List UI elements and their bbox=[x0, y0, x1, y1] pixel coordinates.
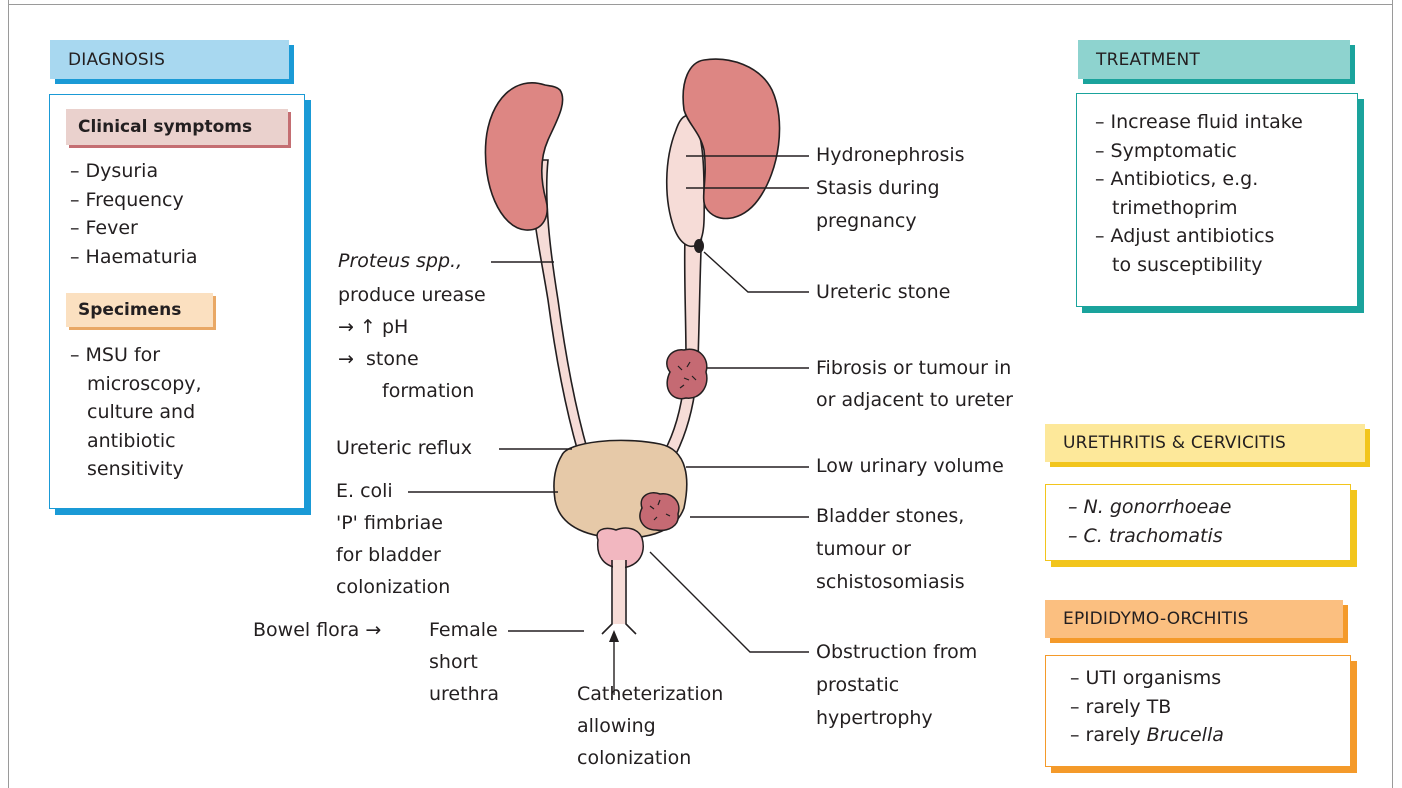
formation-label: formation bbox=[382, 377, 474, 406]
obstruction-label-line2: prostatic bbox=[816, 671, 899, 700]
urethritis-list: – N. gonorrhoeae – C. trachomatis bbox=[1068, 493, 1232, 550]
catheterization-label-line2: allowing bbox=[577, 712, 656, 741]
stone-formation-label: → stone bbox=[338, 345, 419, 374]
right-arrow-icon: → bbox=[338, 316, 354, 338]
bladder-stones-label-line3: schistosomiasis bbox=[816, 568, 965, 597]
obstruction-label: Obstruction from bbox=[816, 638, 977, 667]
treatment-list: – Increase fluid intake – Symptomatic – … bbox=[1095, 108, 1303, 280]
ecoli-label-line4: colonization bbox=[336, 573, 450, 602]
bladder-stone bbox=[640, 493, 679, 531]
female-urethra-label: Female bbox=[429, 616, 498, 645]
obstruction-label-line3: hypertrophy bbox=[816, 704, 933, 733]
catheterization-label-line3: colonization bbox=[577, 744, 691, 773]
list-item: – Symptomatic bbox=[1095, 137, 1303, 166]
catheterization-label: Catheterization bbox=[577, 680, 723, 709]
diagnosis-header: DIAGNOSIS bbox=[50, 40, 289, 79]
list-item: – rarely Brucella bbox=[1070, 721, 1224, 750]
female-urethra-label-line3: urethra bbox=[429, 680, 499, 709]
urethritis-header: URETHRITIS & CERVICITIS bbox=[1045, 424, 1365, 462]
clinical-symptoms-header: Clinical symptoms bbox=[66, 109, 288, 145]
ureteric-stone-label: Ureteric stone bbox=[816, 278, 950, 307]
list-item-continued: trimethoprim bbox=[1095, 194, 1303, 223]
fibrosis-label-line2: or adjacent to ureter bbox=[816, 386, 1013, 415]
list-item: – C. trachomatis bbox=[1068, 522, 1232, 551]
list-item-prefix: – rarely bbox=[1070, 724, 1147, 746]
ureter-tumour-mass bbox=[667, 349, 707, 398]
list-item-continued: sensitivity bbox=[70, 455, 202, 484]
list-item-continued: to susceptibility bbox=[1095, 251, 1303, 280]
ph-text: pH bbox=[382, 316, 408, 338]
bladder-stones-label-line2: tumour or bbox=[816, 535, 911, 564]
low-urinary-volume-label: Low urinary volume bbox=[816, 452, 1004, 481]
list-item: – MSU for bbox=[70, 341, 202, 370]
bowel-flora-label: Bowel flora → bbox=[253, 616, 381, 645]
ecoli-label-line3: for bladder bbox=[336, 541, 441, 570]
right-arrow-icon: → bbox=[365, 619, 381, 641]
proteus-label: Proteus spp., bbox=[338, 247, 462, 276]
list-item-continued: microscopy, bbox=[70, 370, 202, 399]
hydronephrosis-label: Hydronephrosis bbox=[816, 141, 965, 170]
bladder-stones-label: Bladder stones, bbox=[816, 502, 964, 531]
list-item: – rarely TB bbox=[1070, 693, 1224, 722]
list-item: – Dysuria bbox=[70, 157, 198, 186]
urethritis-panel: – N. gonorrhoeae – C. trachomatis bbox=[1045, 484, 1351, 561]
list-item-continued: culture and bbox=[70, 398, 202, 427]
urethra-lumen bbox=[613, 560, 625, 624]
stasis-label: Stasis during bbox=[816, 174, 940, 203]
epididymo-header: EPIDIDYMO-ORCHITIS bbox=[1045, 600, 1343, 638]
fibrosis-label: Fibrosis or tumour in bbox=[816, 354, 1011, 383]
treatment-header: TREATMENT bbox=[1078, 40, 1350, 79]
specimens-header: Specimens bbox=[66, 293, 213, 327]
female-urethra-label-line2: short bbox=[429, 648, 478, 677]
list-item: – Haematuria bbox=[70, 243, 198, 272]
list-item: – N. gonorrhoeae bbox=[1068, 493, 1232, 522]
epididymo-list: – UTI organisms – rarely TB – rarely Bru… bbox=[1070, 664, 1224, 750]
clinical-symptoms-list: – Dysuria – Frequency – Fever – Haematur… bbox=[70, 157, 198, 271]
ecoli-label: E. coli bbox=[336, 477, 393, 506]
ureteric-stone bbox=[694, 239, 704, 253]
diagnosis-panel: Clinical symptoms – Dysuria – Frequency … bbox=[49, 94, 305, 509]
list-item: – Fever bbox=[70, 214, 198, 243]
bowel-flora-text: Bowel flora bbox=[253, 619, 359, 641]
ureteric-reflux-label: Ureteric reflux bbox=[336, 434, 472, 463]
epididymo-panel: – UTI organisms – rarely TB – rarely Bru… bbox=[1045, 655, 1351, 767]
list-item: – UTI organisms bbox=[1070, 664, 1224, 693]
list-item: – Antibiotics, e.g. bbox=[1095, 165, 1303, 194]
list-item: – Adjust antibiotics bbox=[1095, 222, 1303, 251]
left-kidney bbox=[485, 83, 562, 230]
ph-label: → ↑ pH bbox=[338, 313, 408, 342]
list-item: – Frequency bbox=[70, 186, 198, 215]
right-arrow-icon: → bbox=[338, 348, 354, 370]
urease-label: produce urease bbox=[338, 281, 486, 310]
specimens-list: – MSU for microscopy, culture and antibi… bbox=[70, 341, 202, 484]
ecoli-label-line2: 'P' fimbriae bbox=[336, 509, 443, 538]
stone-text: stone bbox=[366, 348, 419, 370]
treatment-panel: – Increase fluid intake – Symptomatic – … bbox=[1076, 93, 1358, 307]
list-item-italic: Brucella bbox=[1147, 724, 1224, 746]
list-item-continued: antibiotic bbox=[70, 427, 202, 456]
list-item: – Increase fluid intake bbox=[1095, 108, 1303, 137]
stasis-label-line2: pregnancy bbox=[816, 207, 917, 236]
up-arrow-icon: ↑ bbox=[360, 316, 376, 338]
